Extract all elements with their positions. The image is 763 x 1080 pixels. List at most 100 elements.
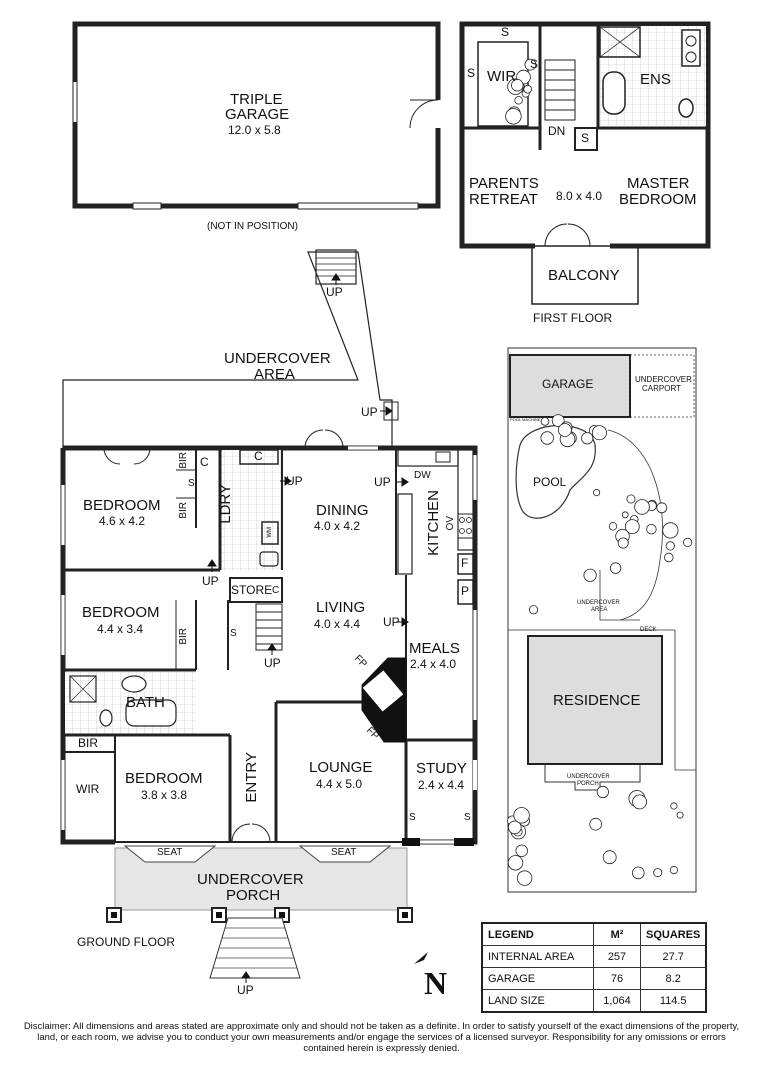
north-arrow-icon: N bbox=[412, 950, 452, 1001]
gf-porch-label-2: PORCH bbox=[226, 887, 281, 904]
gf-bedroom2-dimension: 4.4 x 3.4 bbox=[97, 622, 144, 636]
gf-living-dimension: 4.0 x 4.4 bbox=[314, 617, 361, 631]
ff-dimension: 8.0 x 4.0 bbox=[556, 189, 603, 203]
site-plan bbox=[507, 347, 697, 893]
first-floor-plan bbox=[459, 21, 711, 305]
gf-store-label: STORE bbox=[231, 583, 273, 597]
tree-icon bbox=[516, 870, 533, 886]
legend-header-row: LEGEND M² SQUARES bbox=[481, 922, 707, 946]
tree-icon bbox=[558, 423, 572, 437]
gf-shelf-s3: S bbox=[409, 812, 416, 823]
gf-porch-label: UNDERCOVER bbox=[197, 871, 304, 888]
tree-icon bbox=[665, 541, 675, 551]
tree-icon bbox=[581, 432, 594, 445]
legend-squares: 8.2 bbox=[640, 967, 707, 990]
gf-dining-label: DINING bbox=[316, 502, 369, 519]
tree-icon bbox=[631, 866, 645, 880]
triple-garage-outline bbox=[72, 21, 441, 210]
gf-up-front: UP bbox=[237, 983, 254, 997]
gf-bedroom3-label: BEDROOM bbox=[125, 770, 203, 787]
tree-icon bbox=[646, 524, 657, 535]
ff-balcony-label: BALCONY bbox=[548, 267, 620, 284]
site-trees bbox=[505, 58, 693, 886]
triple-garage-title-2: GARAGE bbox=[225, 106, 290, 123]
tree-icon bbox=[624, 519, 640, 534]
tree-icon bbox=[656, 502, 668, 514]
tree-icon bbox=[524, 58, 537, 71]
legend-label: GARAGE bbox=[481, 967, 594, 990]
legend-squares: 114.5 bbox=[640, 989, 707, 1013]
gf-cupboard-c2: C bbox=[254, 449, 263, 463]
legend-row: INTERNAL AREA 257 27.7 bbox=[481, 945, 707, 968]
tree-icon bbox=[507, 820, 522, 835]
legend-row: GARAGE 76 8.2 bbox=[481, 967, 707, 990]
gf-wir-label: WIR bbox=[76, 782, 100, 796]
gf-up-right: UP bbox=[361, 405, 378, 419]
garage-position-note: (NOT IN POSITION) bbox=[207, 221, 298, 232]
site-carport-label-2: CARPORT bbox=[642, 384, 681, 393]
gf-dining-dimension: 4.0 x 4.2 bbox=[314, 519, 361, 533]
site-area-label: UNDERCOVER bbox=[577, 600, 620, 606]
gf-meals-dimension: 2.4 x 4.0 bbox=[410, 657, 457, 671]
site-carport-label: UNDERCOVER bbox=[635, 375, 692, 384]
site-residence-label: RESIDENCE bbox=[553, 692, 641, 709]
tree-icon bbox=[523, 84, 532, 94]
tree-icon bbox=[589, 817, 602, 831]
undercover-porch bbox=[106, 845, 413, 979]
tree-icon bbox=[632, 794, 647, 810]
gf-bedroom2-label: BEDROOM bbox=[82, 604, 160, 621]
gf-bir-3: BIR bbox=[178, 628, 189, 645]
tree-icon bbox=[617, 537, 629, 549]
ff-bedroom-label: BEDROOM bbox=[619, 191, 697, 208]
legend-m2: 76 bbox=[593, 967, 641, 990]
tree-icon bbox=[540, 417, 550, 426]
gf-study-label: STUDY bbox=[416, 760, 467, 777]
ff-shelf-4: S bbox=[581, 131, 590, 145]
ff-shelf-3: S bbox=[530, 57, 539, 71]
tree-icon bbox=[626, 494, 636, 504]
legend-row: LAND SIZE 1,064 114.5 bbox=[481, 989, 707, 1013]
gf-cupboard-c3: C bbox=[272, 585, 280, 596]
gf-undercover-area-label-2: AREA bbox=[254, 366, 295, 383]
tree-icon bbox=[609, 562, 622, 574]
first-floor-caption: FIRST FLOOR bbox=[533, 311, 613, 325]
ff-parents-label: PARENTS bbox=[469, 175, 539, 192]
gf-undercover-area-label: UNDERCOVER bbox=[224, 350, 331, 367]
legend-label: INTERNAL AREA bbox=[481, 945, 594, 968]
gf-dishwasher: DW bbox=[414, 470, 431, 481]
north-label: N bbox=[424, 965, 447, 998]
gf-washing-machine: WM bbox=[267, 527, 273, 538]
gf-bedroom3-dimension: 3.8 x 3.8 bbox=[141, 788, 188, 802]
ff-shelf-2: S bbox=[467, 66, 476, 80]
site-pool-machine: POOL MACHINE bbox=[510, 417, 541, 422]
ff-retreat-label: RETREAT bbox=[469, 191, 538, 208]
ff-master-label: MASTER bbox=[627, 175, 690, 192]
tree-icon bbox=[653, 868, 663, 878]
tree-icon bbox=[514, 96, 523, 105]
gf-laundry-label: LDRY bbox=[217, 484, 234, 524]
gf-cupboard-c1: C bbox=[200, 455, 209, 469]
gf-shelf-s4: S bbox=[464, 812, 471, 823]
gf-bedroom1-label: BEDROOM bbox=[83, 497, 161, 514]
gf-meals-label: MEALS bbox=[409, 640, 460, 657]
legend-squares: 27.7 bbox=[640, 945, 707, 968]
ground-floor-plan bbox=[60, 249, 478, 846]
ff-ensuite-label: ENS bbox=[640, 71, 671, 88]
gf-fridge: F bbox=[461, 556, 469, 570]
gf-seat-2: SEAT bbox=[331, 847, 357, 858]
tree-icon bbox=[513, 807, 530, 824]
tree-icon bbox=[634, 499, 650, 515]
gf-up-living: UP bbox=[383, 615, 400, 629]
gf-bir-1: BIR bbox=[178, 452, 189, 469]
tree-icon bbox=[528, 605, 539, 615]
site-porch-label-2: PORCH bbox=[577, 781, 599, 787]
tree-icon bbox=[602, 850, 617, 865]
tree-icon bbox=[505, 108, 522, 125]
area-legend-table: LEGEND M² SQUARES INTERNAL AREA 257 27.7… bbox=[481, 922, 708, 1013]
gf-bath-label: BATH bbox=[126, 694, 165, 711]
gf-pantry: P bbox=[461, 584, 470, 598]
gf-up-laundry: UP bbox=[286, 474, 303, 488]
gf-lounge-label: LOUNGE bbox=[309, 759, 373, 776]
site-porch-label: UNDERCOVER bbox=[567, 774, 610, 780]
